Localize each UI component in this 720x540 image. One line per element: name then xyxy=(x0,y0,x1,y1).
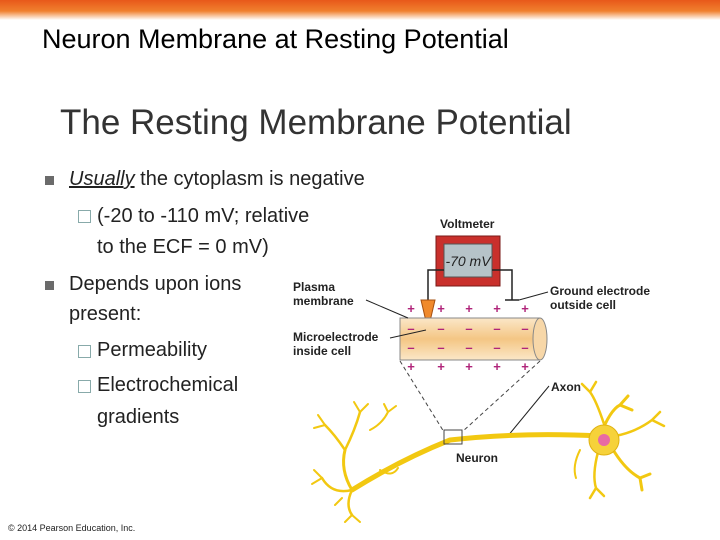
minus-charge: – xyxy=(437,340,444,355)
plasma-membrane-label-2: membrane xyxy=(293,294,354,308)
plus-charge: + xyxy=(521,301,529,316)
minus-charge: – xyxy=(493,340,500,355)
ground-electrode-label-1: Ground electrode xyxy=(550,284,650,298)
plus-charge: + xyxy=(437,359,445,374)
ground-electrode-label-2: outside cell xyxy=(550,298,616,312)
minus-charge: – xyxy=(465,340,472,355)
plus-charge: + xyxy=(465,359,473,374)
minus-charge: – xyxy=(521,340,528,355)
minus-charge: – xyxy=(465,321,472,336)
zoom-line-right xyxy=(462,361,540,432)
neuron-label: Neuron xyxy=(456,451,498,465)
leader-line xyxy=(507,386,549,437)
nucleus xyxy=(598,434,610,446)
copyright: © 2014 Pearson Education, Inc. xyxy=(8,523,135,533)
voltmeter-label: Voltmeter xyxy=(440,217,495,231)
minus-charge: – xyxy=(493,321,500,336)
minus-charge: – xyxy=(521,321,528,336)
axon-label: Axon xyxy=(551,380,581,394)
leader-line xyxy=(366,300,408,318)
axon-segment-end xyxy=(533,318,547,360)
plus-charge: + xyxy=(493,359,501,374)
plasma-membrane-label-1: Plasma xyxy=(293,280,335,294)
plus-charge: + xyxy=(437,301,445,316)
leader-line xyxy=(519,292,548,300)
plus-charge: + xyxy=(407,301,415,316)
minus-charge: – xyxy=(437,321,444,336)
microelectrode-label-1: Microelectrode xyxy=(293,330,379,344)
plus-charge: + xyxy=(493,301,501,316)
plus-charge: + xyxy=(407,359,415,374)
plus-charge: + xyxy=(465,301,473,316)
minus-charge: – xyxy=(407,340,414,355)
microelectrode-label-2: inside cell xyxy=(293,344,351,358)
voltmeter-reading: -70 mV xyxy=(445,253,492,269)
